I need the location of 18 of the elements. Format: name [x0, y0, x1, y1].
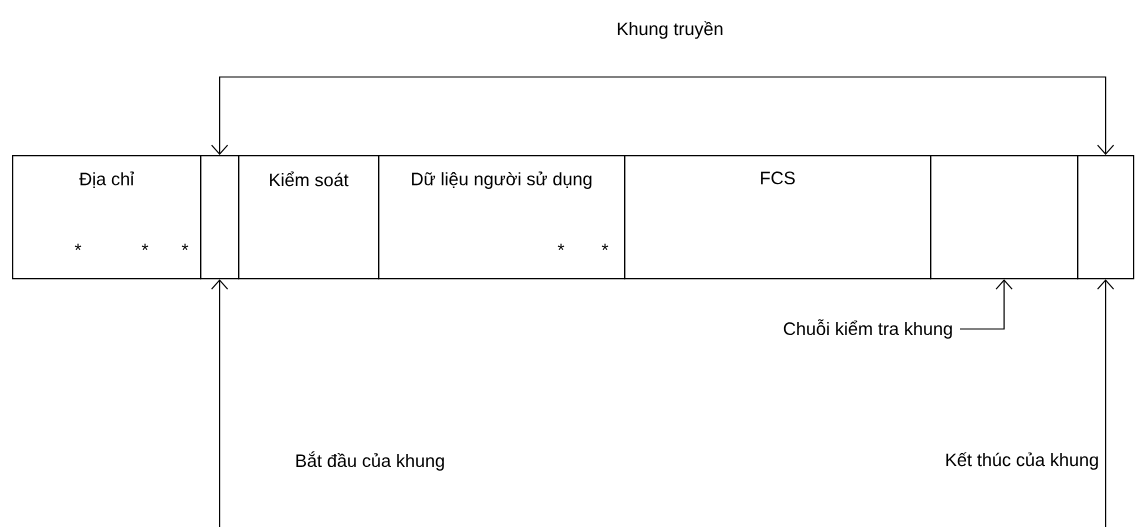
asterisk: *	[601, 243, 609, 251]
edge-label: Kết thúc của khung	[943, 451, 1101, 471]
arrow	[1097, 279, 1115, 527]
asterisk: *	[141, 243, 149, 251]
asterisk: *	[557, 243, 565, 251]
edge-label: Chuỗi kiểm tra khung	[781, 318, 955, 340]
asterisk: *	[181, 243, 189, 251]
edge-label: Bắt đầu của khung	[293, 450, 447, 472]
arrow	[211, 76, 1115, 155]
edge-label: Khung truyền	[615, 20, 725, 40]
field-cell: Kiểm soát	[238, 155, 380, 280]
arrow	[211, 279, 229, 527]
empty-cell	[1077, 155, 1135, 280]
empty-cell	[200, 155, 240, 280]
empty-cell	[930, 155, 1079, 280]
asterisk: *	[74, 243, 82, 251]
field-cell: FCS	[624, 155, 932, 280]
arrow	[959, 279, 1013, 330]
